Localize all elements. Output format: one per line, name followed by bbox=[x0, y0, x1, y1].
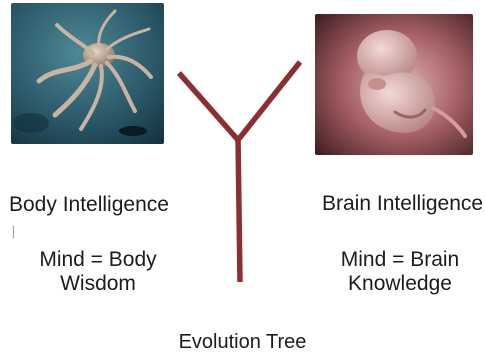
tree-trunk bbox=[238, 137, 240, 282]
mind-brain-equation: Mind = Brain bbox=[330, 248, 470, 272]
body-intelligence-label: Body Intelligence bbox=[9, 193, 169, 217]
tree-left-branch bbox=[179, 73, 238, 140]
body-wisdom-word: Wisdom bbox=[28, 272, 168, 296]
divider-tick bbox=[13, 226, 14, 238]
mind-body-equation: Mind = Body bbox=[28, 248, 168, 272]
brain-intelligence-label: Brain Intelligence bbox=[322, 192, 483, 216]
mind-brain-knowledge-label: Mind = Brain Knowledge bbox=[330, 248, 470, 296]
brain-knowledge-word: Knowledge bbox=[330, 272, 470, 296]
mind-body-wisdom-label: Mind = Body Wisdom bbox=[28, 248, 168, 296]
tree-right-branch bbox=[238, 62, 300, 140]
evolution-tree-caption: Evolution Tree bbox=[0, 330, 485, 354]
